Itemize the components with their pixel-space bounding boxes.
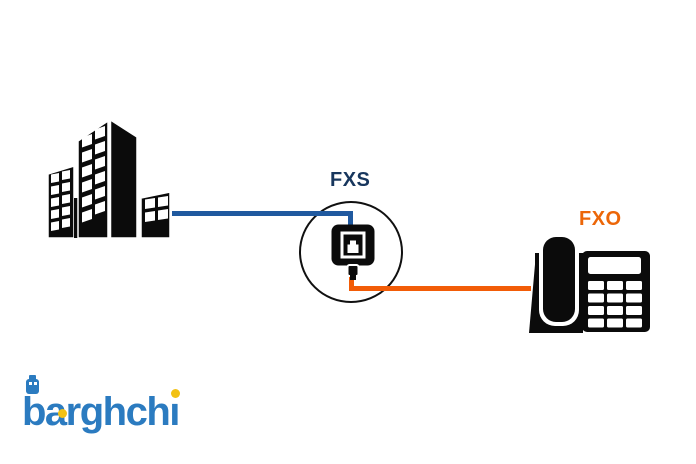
brand-wordmark: barghchı (22, 388, 180, 436)
fxs-circle-outline (299, 201, 403, 303)
fxs-label: FXS (330, 169, 371, 191)
blue-line-vertical (348, 211, 353, 227)
orange-line-horizontal (348, 286, 531, 291)
brand-a-dot (58, 409, 67, 418)
desk-phone-icon (529, 236, 650, 333)
brand-logo: barghchı (22, 375, 202, 438)
brand-text-i-stem: ı (169, 390, 180, 434)
fxs-adapter-icon (331, 224, 375, 280)
office-building-icon (47, 118, 171, 238)
orange-line-vertical (348, 274, 354, 288)
brand-text-main: barghch (22, 390, 171, 434)
fxo-label: FXO (579, 208, 622, 230)
blue-line-horizontal (172, 211, 353, 216)
brand-i-dot (171, 389, 180, 398)
usb-plug-icon (26, 375, 39, 394)
